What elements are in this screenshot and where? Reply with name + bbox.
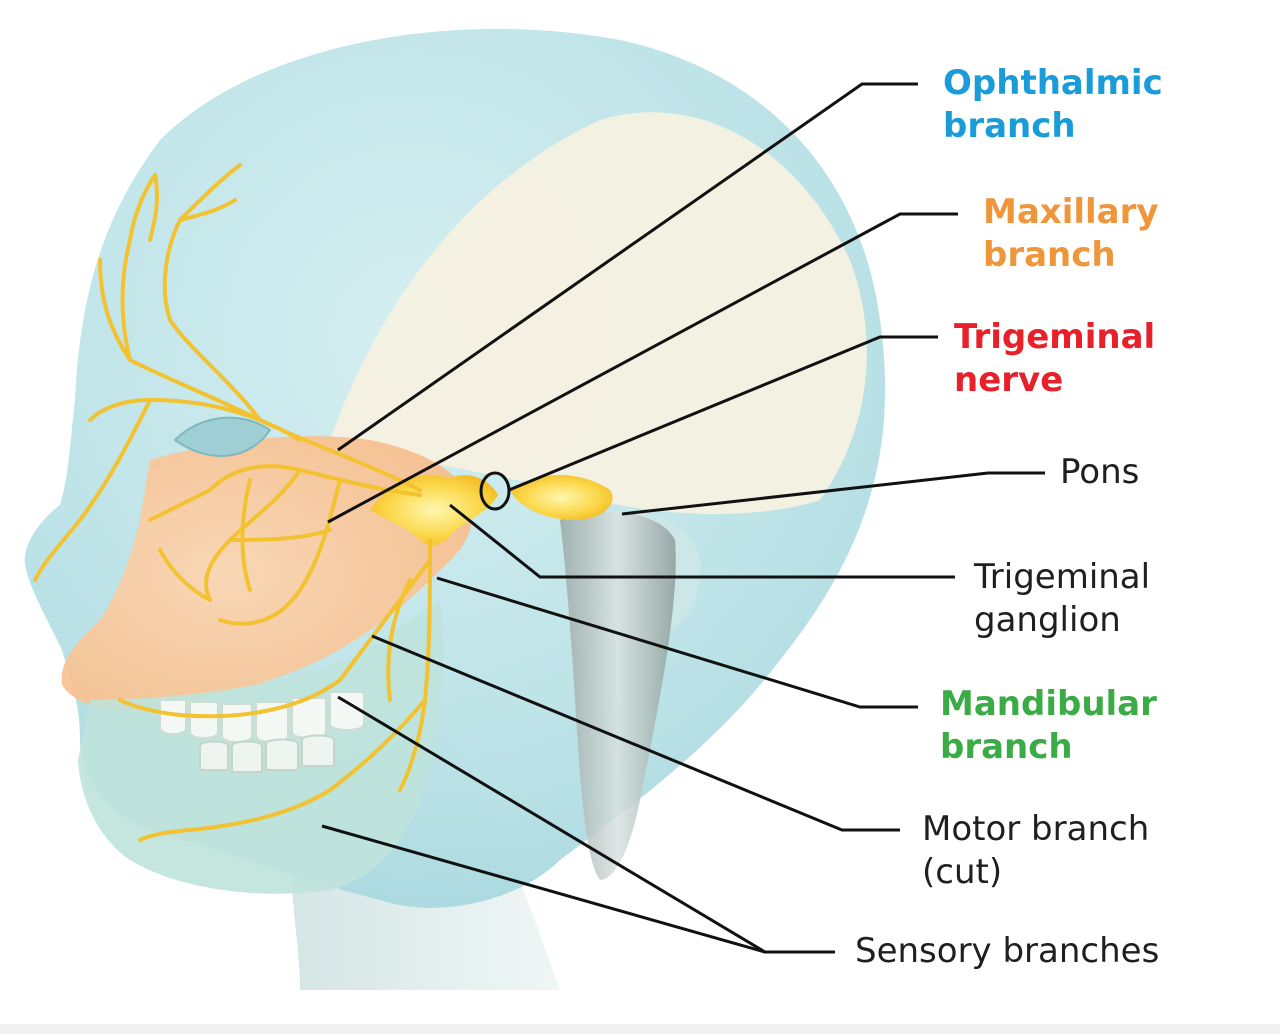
nerve-branches bbox=[33, 163, 432, 842]
label-line: Pons bbox=[1060, 452, 1140, 492]
label-ophthalmic-branch: Ophthalmic branch bbox=[943, 62, 1163, 148]
label-line: branch bbox=[940, 727, 1073, 767]
label-line: Sensory branches bbox=[855, 931, 1160, 971]
label-line: Trigeminal bbox=[954, 317, 1156, 357]
label-line: Mandibular bbox=[940, 684, 1157, 724]
leader-motor bbox=[371, 634, 900, 832]
label-trigeminal-nerve: Trigeminal nerve bbox=[954, 316, 1155, 402]
label-trigeminal-ganglion: Trigeminal ganglion bbox=[974, 556, 1150, 642]
label-maxillary-branch: Maxillary branch bbox=[983, 191, 1159, 277]
leader-lines bbox=[321, 82, 1045, 954]
label-pons: Pons bbox=[1060, 451, 1139, 494]
trigeminal-nerve-marker bbox=[479, 471, 511, 511]
leader-trigeminal bbox=[508, 335, 938, 492]
label-line: nerve bbox=[954, 360, 1064, 400]
label-line: Trigeminal bbox=[974, 557, 1151, 597]
label-line: branch bbox=[983, 235, 1116, 275]
label-line: (cut) bbox=[922, 852, 1003, 892]
pons-shape bbox=[510, 475, 613, 520]
lower-teeth bbox=[199, 734, 335, 773]
label-sensory-branches: Sensory branches bbox=[855, 930, 1159, 973]
label-line: Maxillary bbox=[983, 192, 1159, 232]
label-line: ganglion bbox=[974, 600, 1121, 640]
leader-sensory-2 bbox=[321, 824, 766, 954]
brain-region bbox=[330, 112, 867, 514]
leader-ophthalmic bbox=[337, 82, 918, 452]
leader-pons bbox=[621, 471, 1045, 516]
leader-mandibular bbox=[436, 576, 918, 709]
maxillary-region bbox=[61, 436, 472, 712]
brainstem bbox=[560, 511, 676, 880]
label-motor-branch: Motor branch (cut) bbox=[922, 808, 1149, 894]
label-line: branch bbox=[943, 106, 1076, 146]
leader-ganglion bbox=[449, 503, 955, 579]
label-line: Ophthalmic bbox=[943, 63, 1163, 103]
label-mandibular-branch: Mandibular branch bbox=[940, 683, 1157, 769]
bottom-strip bbox=[0, 1024, 1280, 1034]
label-line: Motor branch bbox=[922, 809, 1150, 849]
eye-shape bbox=[173, 416, 272, 457]
leader-maxillary bbox=[327, 212, 958, 524]
